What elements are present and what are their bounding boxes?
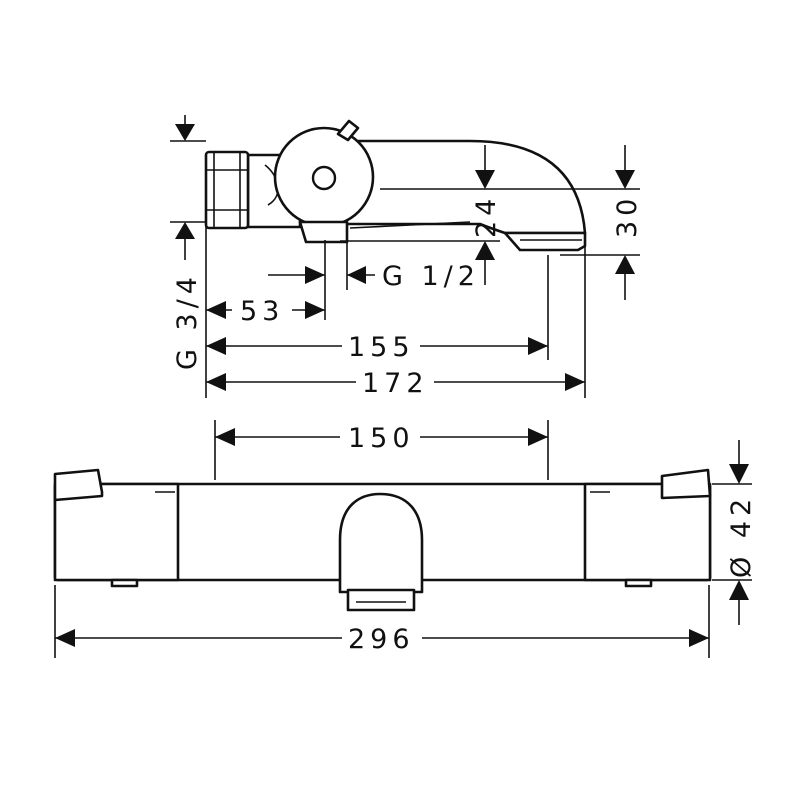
dimension-24: 24 bbox=[471, 145, 502, 285]
extension-lines bbox=[54, 140, 752, 658]
dimension-150-label: 150 bbox=[348, 423, 415, 454]
dimension-d42-label: Ø 42 bbox=[726, 494, 757, 578]
inlet-nut bbox=[204, 150, 250, 230]
bottom-outlet bbox=[298, 220, 349, 244]
left-inlet-foot bbox=[110, 578, 139, 588]
dimension-g34-label: G 3/4 bbox=[172, 272, 203, 370]
dimension-296-label: 296 bbox=[348, 624, 415, 655]
spout-outlet bbox=[503, 231, 587, 252]
bottom-outlet-front bbox=[346, 588, 416, 612]
dimension-30-label: 30 bbox=[612, 194, 643, 238]
front-view bbox=[53, 468, 712, 612]
dimension-53-label: 53 bbox=[240, 296, 284, 327]
dimension-155: 155 bbox=[206, 328, 548, 363]
dimension-53: 53 bbox=[206, 292, 325, 327]
dimension-d42: Ø 42 bbox=[726, 440, 757, 625]
spout bbox=[343, 139, 587, 235]
dimension-172-label: 172 bbox=[362, 368, 429, 399]
handle-center bbox=[311, 165, 337, 191]
dimension-g12: G 1/2 bbox=[268, 261, 480, 292]
dimension-296: 296 bbox=[55, 620, 709, 655]
dimension-150: 150 bbox=[215, 419, 548, 454]
dimension-155-label: 155 bbox=[348, 332, 415, 363]
dimension-172: 172 bbox=[206, 364, 585, 399]
right-end-cap bbox=[660, 468, 712, 500]
dimension-30: 30 bbox=[612, 145, 643, 300]
dimension-24-label: 24 bbox=[471, 194, 502, 238]
dimension-g12-label: G 1/2 bbox=[382, 261, 480, 292]
handle-lever bbox=[336, 119, 360, 142]
left-end-cap bbox=[53, 468, 104, 502]
side-view bbox=[204, 119, 587, 252]
dimension-g34: G 3/4 bbox=[170, 115, 203, 374]
handle-disc bbox=[273, 126, 375, 228]
right-inlet-foot bbox=[624, 578, 653, 588]
central-spout bbox=[338, 492, 424, 594]
